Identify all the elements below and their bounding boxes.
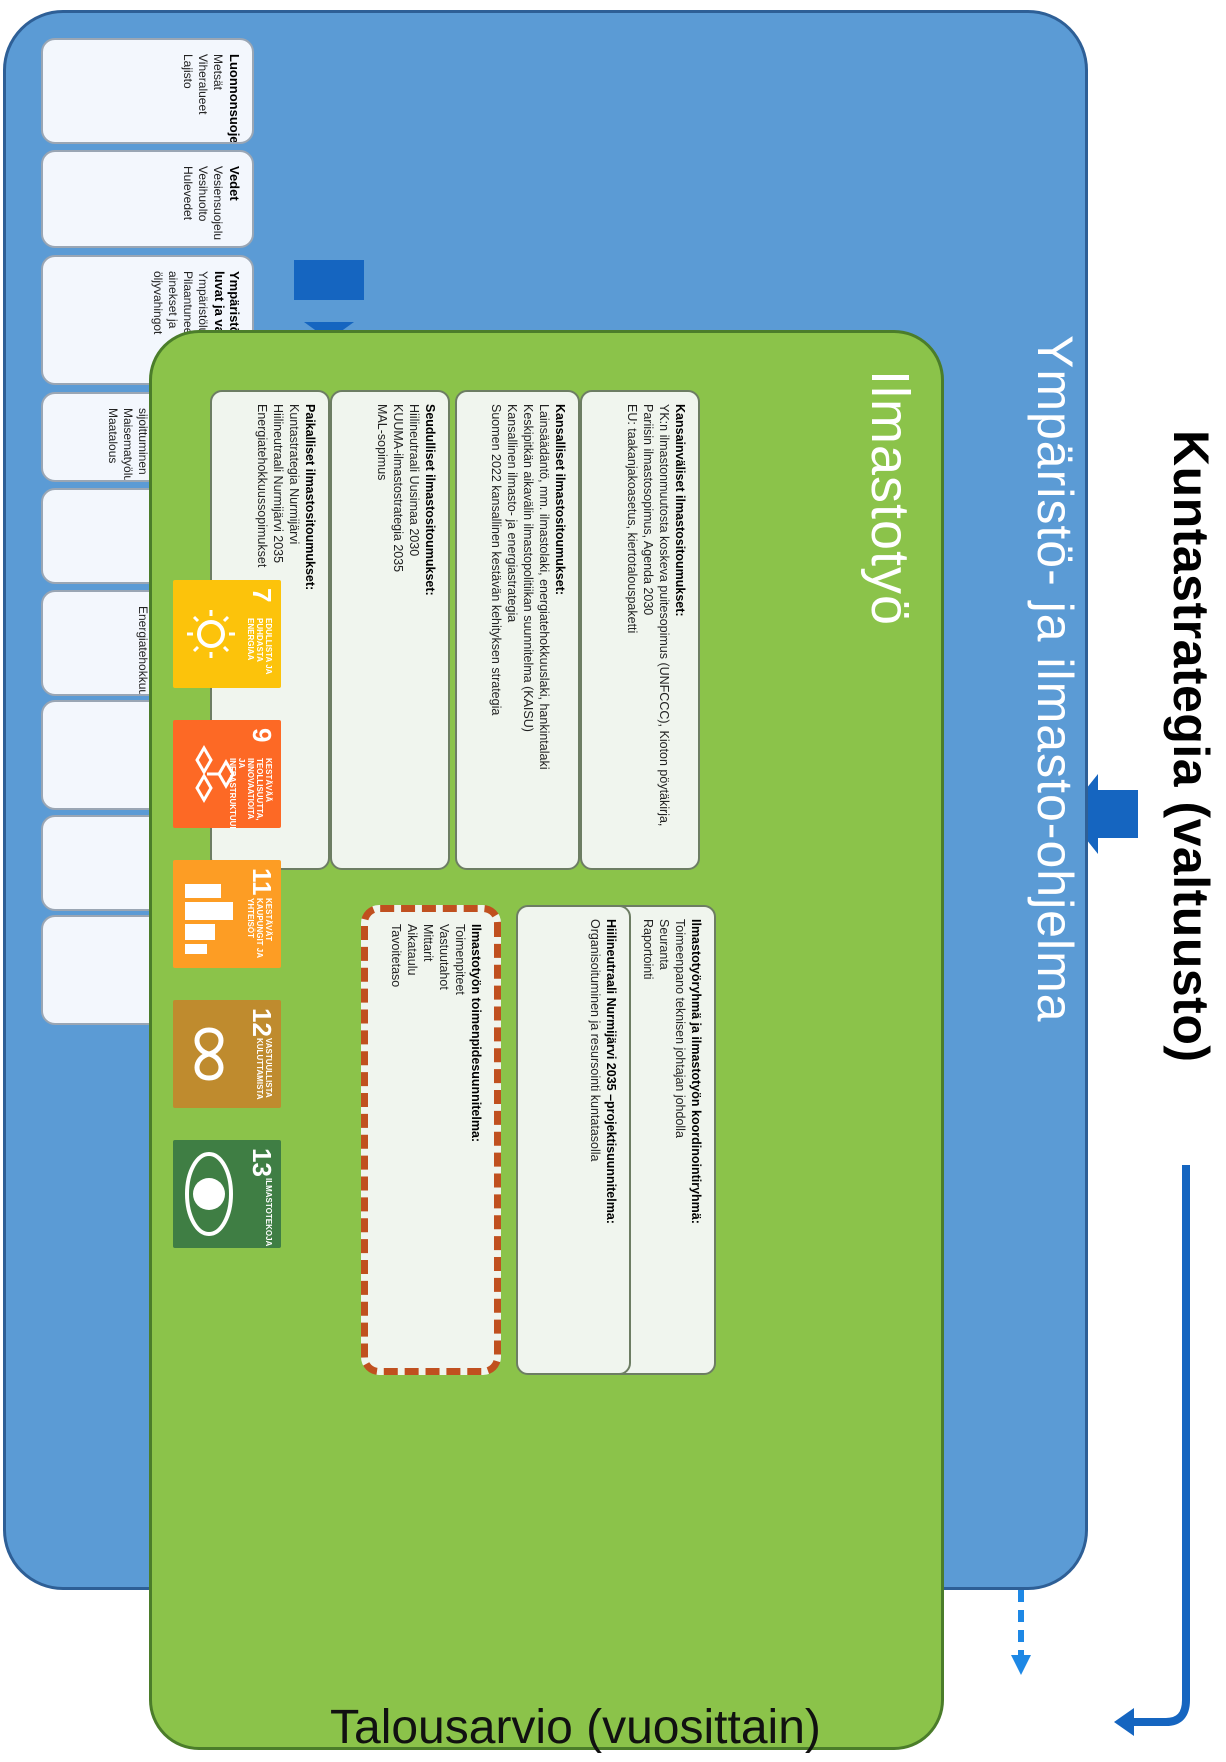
box-item: EU: taakanjakoasetus, kiertotalouspakett… (625, 404, 639, 634)
globe-eye-icon (185, 1152, 233, 1236)
climate-title: Ilmastotyö (860, 370, 920, 627)
box-item: Lainsäädäntö, mm. ilmastolaki, energiate… (537, 404, 551, 770)
infinity-icon (194, 1027, 224, 1081)
box-item: Seuranta (657, 919, 671, 970)
box-title: Hiilineutraali Nurmijärvi 2035 –projekti… (604, 919, 618, 1224)
sdg-label: Ilmastotekoja (264, 1178, 273, 1247)
box-item: Viheralueet (196, 54, 210, 115)
box-title: Paikalliset ilmastositoumukset: (303, 404, 317, 591)
box-item: Hulevedet (181, 166, 195, 221)
box-title: Kansalliset ilmastositoumukset: (553, 404, 567, 596)
sdg-tile-12: 12Vastuullista kuluttamista (173, 1000, 281, 1108)
city-icon (185, 884, 233, 954)
box-title: Kansainväliset ilmastositoumukset: (673, 404, 687, 617)
box-item: Hiilineutraali Uusimaa 2030 (407, 404, 421, 557)
box-item: Keskipitkän aikavälin ilmastopolitiikan … (521, 404, 535, 732)
box-item: Suomen 2022 kansallinen kestävän kehityk… (489, 404, 503, 716)
sdg-number: 11 (247, 868, 277, 896)
sdg-number: 12 (247, 1008, 277, 1037)
box-title: Ilmastotyöryhmä ja ilmastotyön koordinoi… (689, 919, 703, 1224)
commitment-panel-2[interactable]: Kansalliset ilmastositoumukset:Lainsäädä… (455, 390, 580, 870)
sdg-tile-13: 13Ilmastotekoja (173, 1140, 281, 1248)
box-title: Vedet (227, 166, 242, 201)
sdg-number: 9 (247, 728, 277, 743)
box-item: Vastuutahot (437, 924, 451, 990)
sdg-tile-11: 11Kestävät kaupungit ja yhteisöt (173, 860, 281, 968)
implementation-panel-3[interactable]: Ilmastotyön toimenpidesuunnitelma:Toimen… (361, 905, 501, 1375)
box-title: Ilmastotyön toimenpidesuunnitelma: (469, 924, 483, 1143)
box-item: Toimeenpano teknisen johtajan johdolla (673, 919, 687, 1138)
box-item: Energiatehokkuussopimukset (136, 606, 150, 696)
sdg-label: Edullista ja puhdasta energiaa (246, 618, 273, 675)
box-item: Metsät (211, 54, 225, 91)
box-item: Mittarit (421, 924, 435, 962)
box-item: Lajisto (181, 54, 195, 89)
box-item: Maisematyöluvat (121, 408, 135, 482)
program-title: Ympäristö- ja ilmasto-ohjelma (1027, 335, 1083, 1023)
box-title: Luonnonsuojelu (227, 54, 242, 144)
sun-icon (187, 610, 235, 658)
box-item: Vesihuolto (196, 166, 210, 222)
sdg-number: 13 (247, 1148, 277, 1177)
sdg-tile-7: 7Edullista ja puhdasta energiaa (173, 580, 281, 688)
box-item: Maatalous (106, 408, 120, 464)
implementation-panel-2[interactable]: Hiilineutraali Nurmijärvi 2035 –projekti… (516, 905, 631, 1375)
box-item: KUUMA-ilmastostrategia 2035 (391, 404, 405, 573)
box-title: Seudulliset ilmastositoumukset: (423, 404, 437, 596)
commitment-panel-1[interactable]: Kansainväliset ilmastositoumukset:YK:n i… (580, 390, 700, 870)
box-item: Vesiensuojelu (211, 166, 225, 241)
box-item: MAL-sopimus (375, 404, 389, 481)
sdg-number: 7 (247, 588, 277, 603)
sdg-tile-9: 9Kestävää teollisuutta, innovaatioita ja… (173, 720, 281, 828)
box-item: Organisoituminen ja resursointi kuntatas… (588, 919, 602, 1162)
box-item: Aikataulu (405, 924, 419, 976)
box-item: Raportointi (641, 919, 655, 980)
box-item: Tavoitetaso (389, 924, 403, 988)
box-item: Kuntastrategia Nurmijärvi (287, 404, 301, 545)
box-item: Toimenpiteet (453, 924, 467, 995)
council-strategy-title: Kuntastrategia (valtuusto) (1163, 430, 1219, 1063)
sdg-label: Vastuullista kuluttamista (255, 1038, 273, 1100)
box-item: Kansallinen ilmasto- ja energiastrategia (505, 404, 519, 623)
cubes-icon (195, 745, 235, 803)
ilmastotyo-arrow (294, 260, 364, 330)
commitment-panel-3[interactable]: Seudulliset ilmastositoumukset:Hiilineut… (330, 390, 450, 870)
box-item: YK:n ilmastonmuutosta koskeva puitesopim… (641, 404, 671, 827)
sdg-label: Kestävät kaupungit ja yhteisöt (246, 898, 273, 958)
